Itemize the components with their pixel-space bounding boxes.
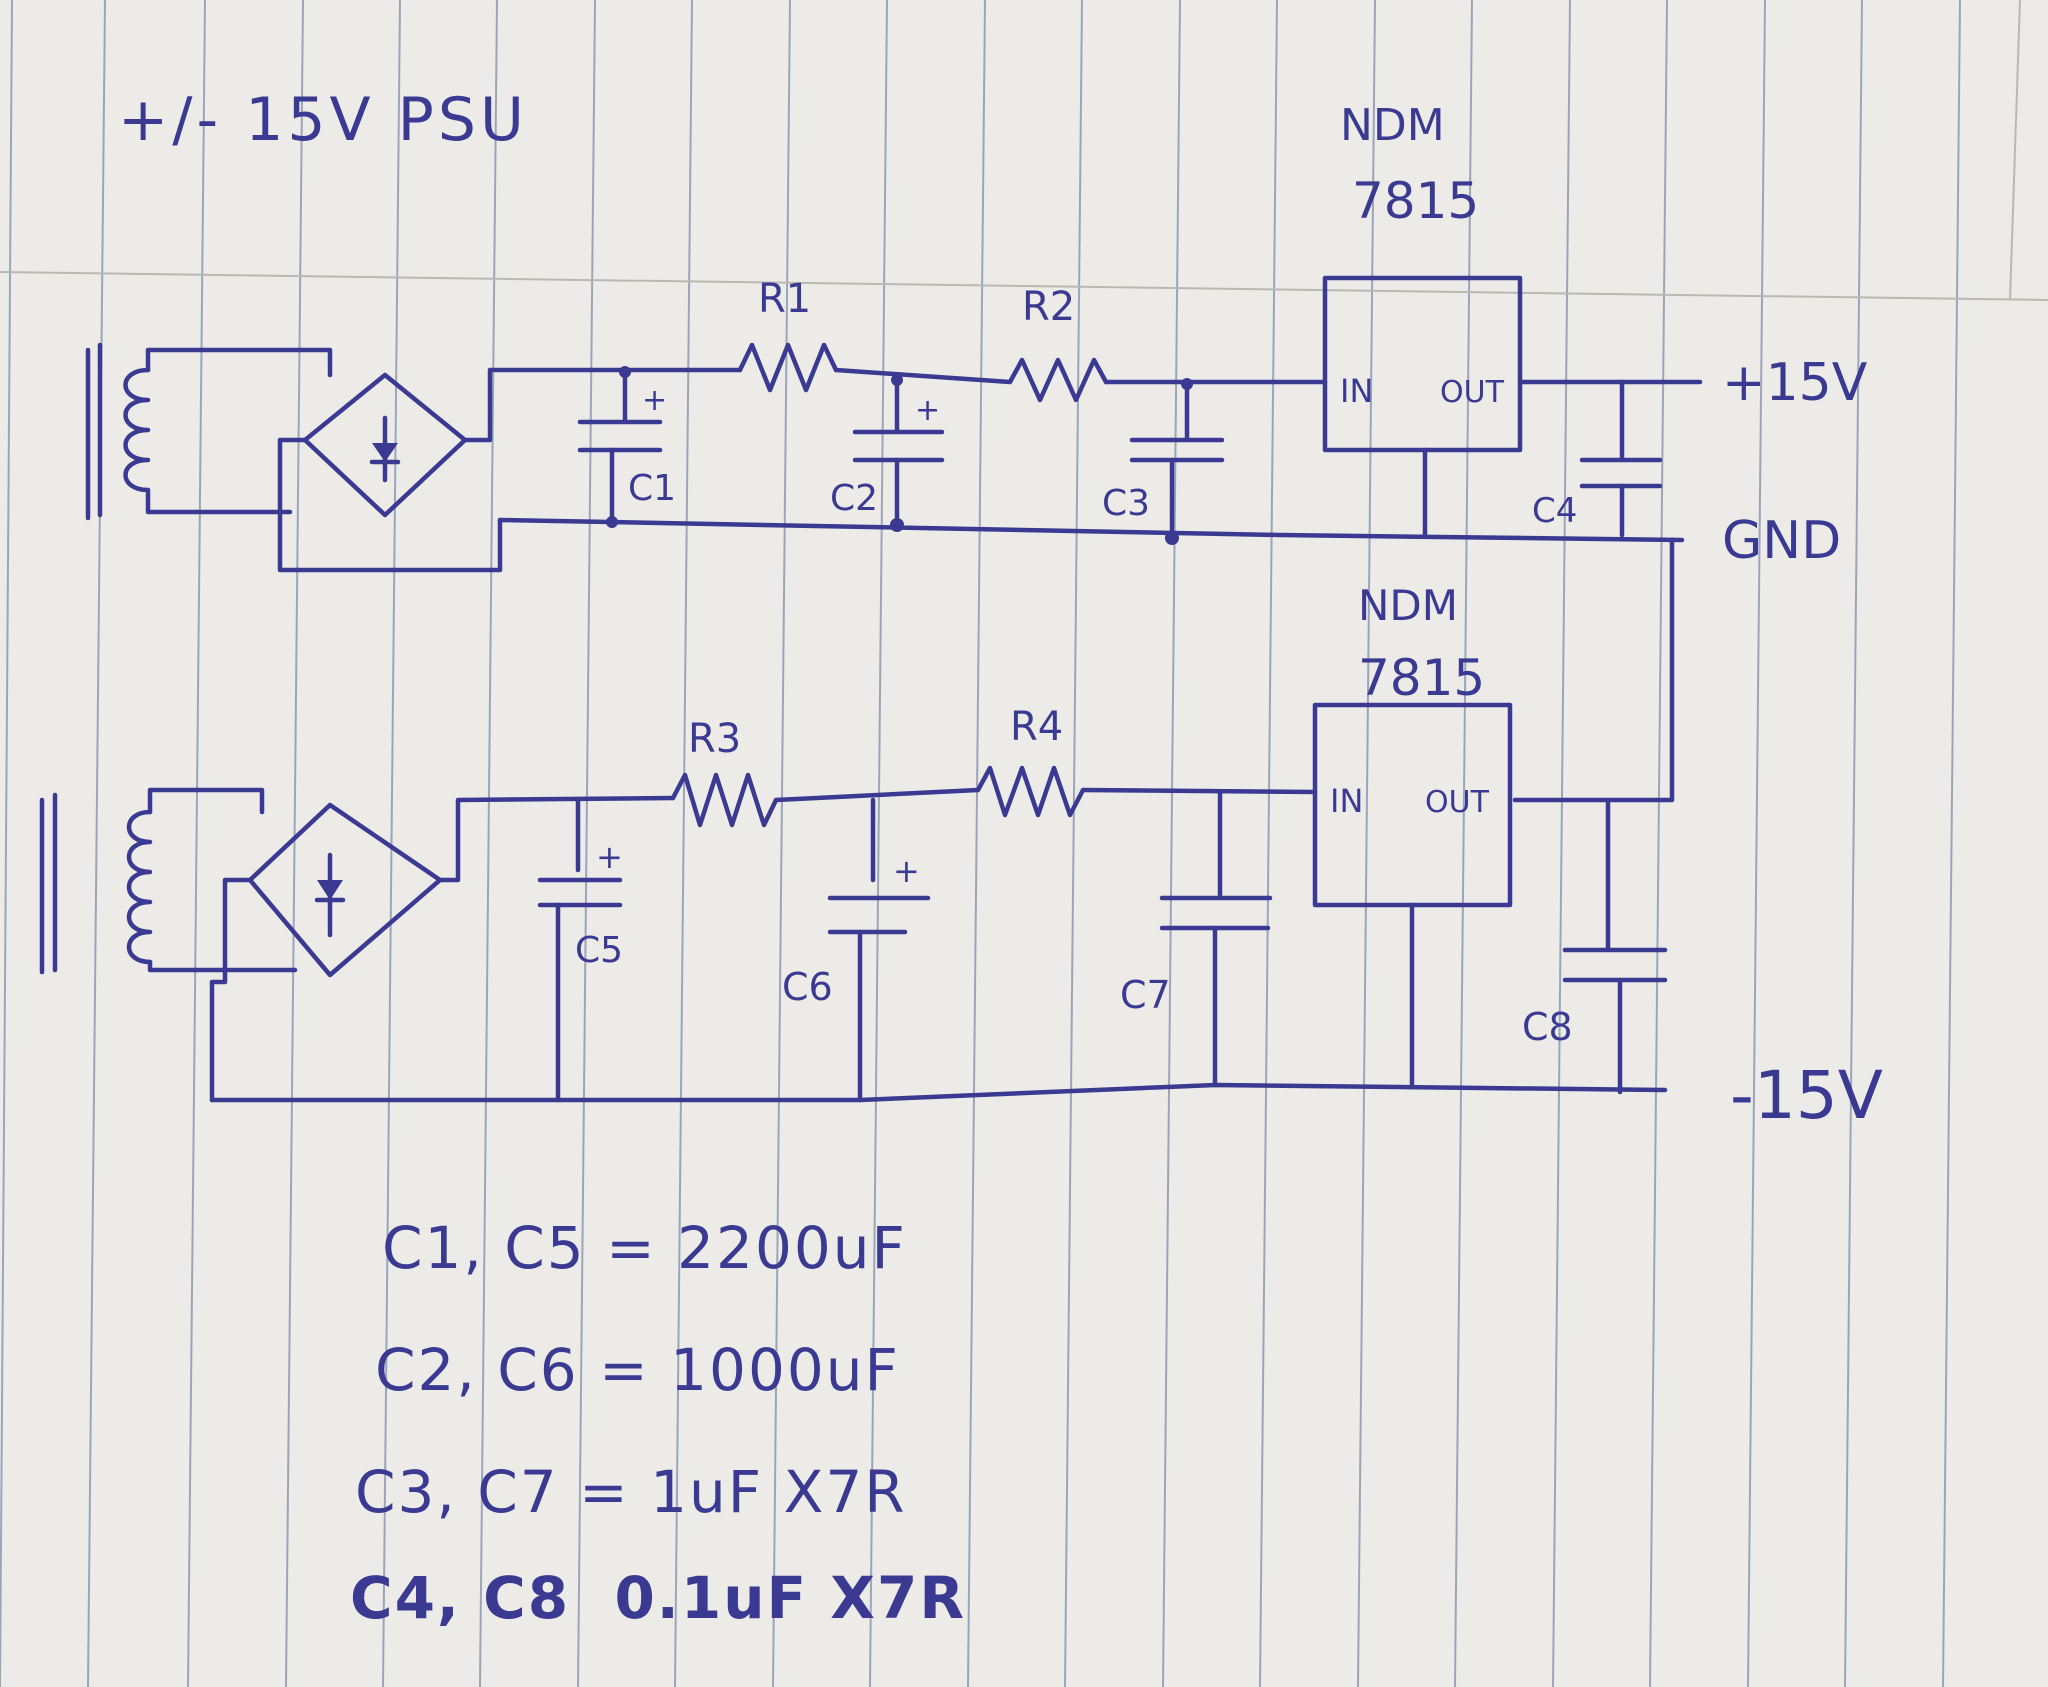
capacitor-icon xyxy=(1159,789,1273,1088)
r3-label: R3 xyxy=(688,716,741,762)
resistor-icon xyxy=(737,342,839,393)
c1-label: C1 xyxy=(628,468,676,509)
top-rail-circuit: R1 R2 + C1 + C2 xyxy=(85,100,1703,803)
note-line: C4, C8 0.1uF X7R xyxy=(350,1564,966,1632)
bottom-regulator-in-label: IN xyxy=(1330,782,1363,820)
transformer-icon xyxy=(39,787,298,975)
wire-r1-to-r2 xyxy=(833,367,1013,385)
bottom-regulator-out-label: OUT xyxy=(1425,785,1490,820)
bottom-regulator-part-line2: 7815 xyxy=(1358,649,1485,707)
resistor-icon xyxy=(670,772,779,828)
c3-label: C3 xyxy=(1102,483,1150,524)
c7-label: C7 xyxy=(1120,973,1171,1017)
wire-bridge-to-c1 xyxy=(462,367,743,443)
capacitor-icon xyxy=(577,366,663,528)
capacitor-icon xyxy=(1562,797,1668,1095)
c8-label: C8 xyxy=(1522,1005,1573,1049)
top-regulator-part-line2: 7815 xyxy=(1352,172,1479,230)
top-regulator-out-label: OUT xyxy=(1440,375,1505,410)
regulator-icon xyxy=(1312,702,1513,1088)
bridge-rectifier-icon xyxy=(209,802,443,1103)
wire-r3-to-r4 xyxy=(773,787,981,803)
r4-label: R4 xyxy=(1010,704,1063,750)
ground-rail-label: GND xyxy=(1722,511,1841,571)
negative-rail-label: -15V xyxy=(1730,1057,1883,1134)
resistor-icon xyxy=(975,765,1086,818)
c4-label: C4 xyxy=(1532,491,1577,531)
c6-label: C6 xyxy=(782,965,833,1009)
wire-bridge-to-c5 xyxy=(437,795,676,883)
top-regulator-part-line1: NDM xyxy=(1340,100,1445,151)
note-line: C1, C5 = 2200uF xyxy=(382,1214,907,1282)
c5-label: C5 xyxy=(575,930,623,971)
wire-r4-to-regulator xyxy=(1080,787,1318,795)
r1-label: R1 xyxy=(758,276,811,322)
bottom-rail-circuit: R3 R4 + C5 + C6 xyxy=(39,581,1668,1103)
top-regulator-in-label: IN xyxy=(1340,372,1373,410)
bottom-regulator-part-line1: NDM xyxy=(1358,581,1458,630)
capacitor-icon xyxy=(1579,379,1663,538)
note-line: C2, C6 = 1000uF xyxy=(375,1336,900,1404)
regulator-icon xyxy=(1322,275,1523,538)
c6-polarity: + xyxy=(893,852,920,890)
ground-bus xyxy=(497,517,1685,543)
c2-label: C2 xyxy=(830,478,878,519)
negative-bus xyxy=(209,1082,1668,1103)
capacitor-icon xyxy=(827,797,931,1103)
positive-rail-label: +15V xyxy=(1722,353,1868,413)
page-title: +/- 15V PSU xyxy=(118,85,528,155)
r2-label: R2 xyxy=(1022,284,1075,330)
component-notes: C1, C5 = 2200uF C2, C6 = 1000uF C3, C7 =… xyxy=(350,1214,966,1632)
c5-polarity: + xyxy=(596,838,623,876)
c2-polarity: + xyxy=(915,393,940,428)
c1-polarity: + xyxy=(642,383,667,418)
bridge-rectifier-icon xyxy=(277,372,503,573)
transformer-icon xyxy=(85,342,333,521)
resistor-icon xyxy=(1007,357,1109,403)
note-line: C3, C7 = 1uF X7R xyxy=(355,1458,907,1526)
ground-link-to-bottom xyxy=(1512,537,1675,803)
capacitor-icon xyxy=(537,797,623,1103)
